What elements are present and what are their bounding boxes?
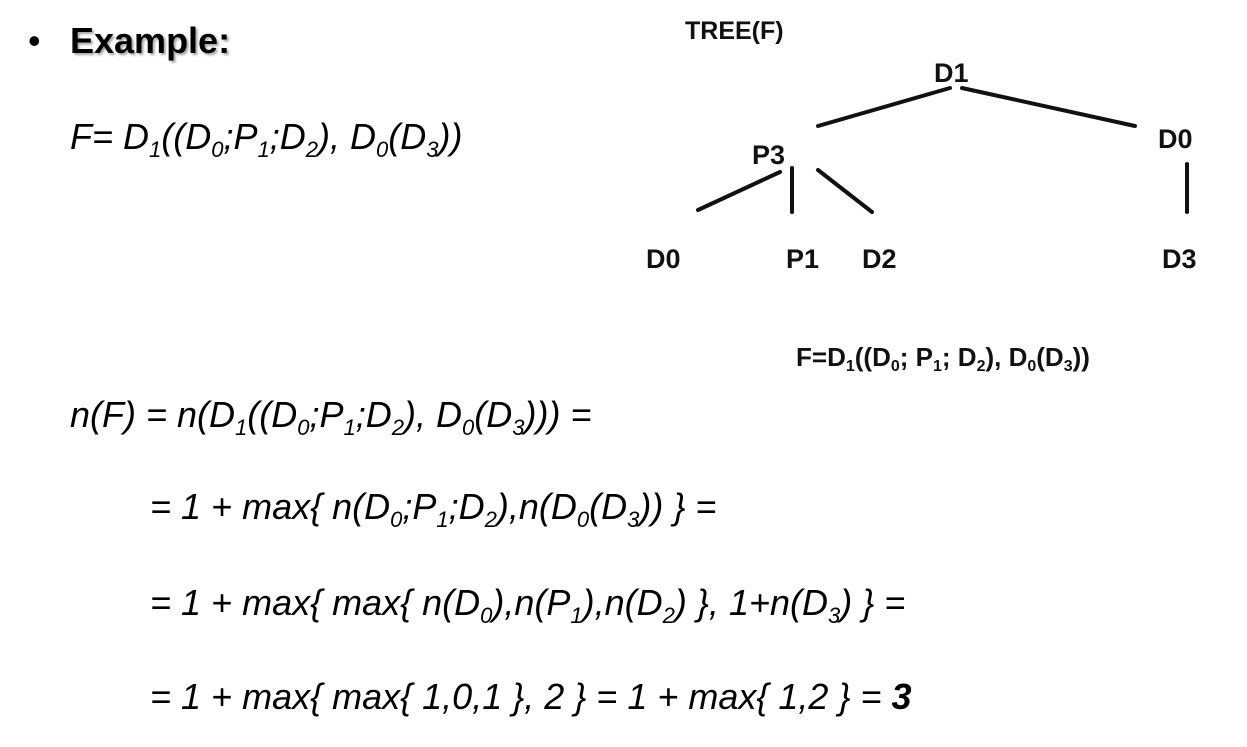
- subscript: 0: [462, 415, 475, 440]
- caption-text: ((D: [854, 342, 891, 372]
- subscript: 1: [436, 507, 449, 532]
- edge-root-left: [816, 86, 952, 128]
- formula-text: )): [438, 116, 463, 157]
- tree-leaf-d2: D2: [862, 244, 897, 274]
- subscript: 0: [376, 137, 389, 162]
- edge-root-right: [960, 86, 1137, 128]
- subscript: 1: [570, 603, 583, 628]
- subscript: 2: [484, 507, 497, 532]
- formula-text: ;D: [448, 486, 485, 527]
- subscript: 3: [1063, 358, 1073, 375]
- formula-text: ;P: [402, 486, 437, 527]
- final-result: 3: [891, 676, 912, 717]
- formula-text: )) } =: [639, 486, 717, 527]
- tree-leaf-d3: D3: [1162, 244, 1197, 274]
- formula-text: ;D: [355, 394, 392, 435]
- subscript: 1: [257, 137, 270, 162]
- formula-text: = 1 + max{ max{ n(D: [150, 582, 481, 623]
- subscript: 0: [576, 507, 590, 532]
- subscript: 0: [1027, 358, 1037, 375]
- formula-text: (D: [388, 116, 427, 157]
- formula-text: ) }, 1+n(D: [674, 582, 828, 623]
- formula-text: = 1 + max{ n(D: [150, 486, 391, 527]
- subscript: 2: [305, 137, 319, 162]
- caption-text: ; D: [941, 342, 977, 372]
- subscript: 1: [932, 358, 942, 375]
- formula-text: ),n(P: [492, 582, 571, 623]
- tree-node-right: D0: [1158, 124, 1193, 154]
- subscript: 1: [343, 415, 356, 440]
- subscript: 3: [512, 415, 525, 440]
- formula-text: ;P: [223, 116, 258, 157]
- tree-caption: F=D1((D0; P1; D2), D0(D3)): [796, 342, 1090, 375]
- subscript: 2: [391, 415, 405, 440]
- formula-line: F= D1((D0;P1;D2), D0(D3)): [70, 114, 463, 162]
- subscript: 0: [480, 603, 493, 628]
- tree-leaf-p1: P1: [786, 244, 820, 274]
- subscript: 0: [297, 415, 310, 440]
- derivation-line-3: = 1 + max{ max{ n(D0),n(P1),n(D2) }, 1+n…: [150, 580, 906, 628]
- subscript: 0: [890, 358, 900, 375]
- tree-title: TREE(F): [685, 17, 784, 45]
- formula-text: ), D: [404, 394, 463, 435]
- edge-p3-d0: [696, 170, 782, 212]
- caption-text: ), D: [985, 342, 1028, 372]
- formula-text: ;P: [309, 394, 344, 435]
- edge-p3-d2: [816, 168, 874, 214]
- derivation-line-1: n(F) = n(D1((D0;P1;D2), D0(D3))) =: [70, 392, 592, 440]
- formula-text: ((D: [247, 394, 298, 435]
- tree-node-root: D1: [934, 58, 969, 88]
- slide-heading: Example:: [70, 20, 231, 61]
- subscript: 0: [211, 137, 224, 162]
- formula-text: ) } =: [840, 582, 906, 623]
- subscript: 1: [149, 137, 162, 162]
- caption-text: )): [1072, 342, 1090, 372]
- formula-text: (D: [589, 486, 628, 527]
- subscript: 3: [627, 507, 640, 532]
- subscript: 3: [426, 137, 439, 162]
- formula-text: ),n(D: [582, 582, 663, 623]
- formula-text: = 1 + max{ max{ 1,0,1 }, 2 } = 1 + max{ …: [150, 676, 892, 717]
- caption-text: (D: [1036, 342, 1064, 372]
- subscript: 3: [828, 603, 841, 628]
- caption-text: F=D: [796, 342, 846, 372]
- formula-text: ((D: [161, 116, 212, 157]
- formula-text: n(F) = n(D: [70, 394, 236, 435]
- subscript: 1: [845, 358, 855, 375]
- tree-leaf-d0: D0: [646, 244, 681, 274]
- formula-text: ))) =: [524, 394, 592, 435]
- formula-text: ),n(D: [496, 486, 577, 527]
- bullet-marker: •: [28, 20, 41, 61]
- tree-edges: [696, 86, 1189, 214]
- derivation-line-4: = 1 + max{ max{ 1,0,1 }, 2 } = 1 + max{ …: [150, 674, 912, 720]
- subscript: 0: [390, 507, 403, 532]
- formula-text: (D: [474, 394, 513, 435]
- tree-diagram: TREE(F) D1 P3 D0 D0 P1 D2 D3 F=D1((D0; P…: [630, 0, 1230, 400]
- formula-text: ), D: [318, 116, 377, 157]
- formula-text: ;D: [269, 116, 306, 157]
- subscript: 2: [662, 603, 675, 628]
- derivation-line-2: = 1 + max{ n(D0;P1;D2),n(D0(D3)) } =: [150, 484, 717, 532]
- caption-text: ; P: [899, 342, 933, 372]
- tree-node-left: P3: [752, 140, 786, 170]
- formula-text: F= D: [70, 116, 150, 157]
- subscript: 1: [235, 415, 248, 440]
- subscript: 2: [976, 358, 986, 375]
